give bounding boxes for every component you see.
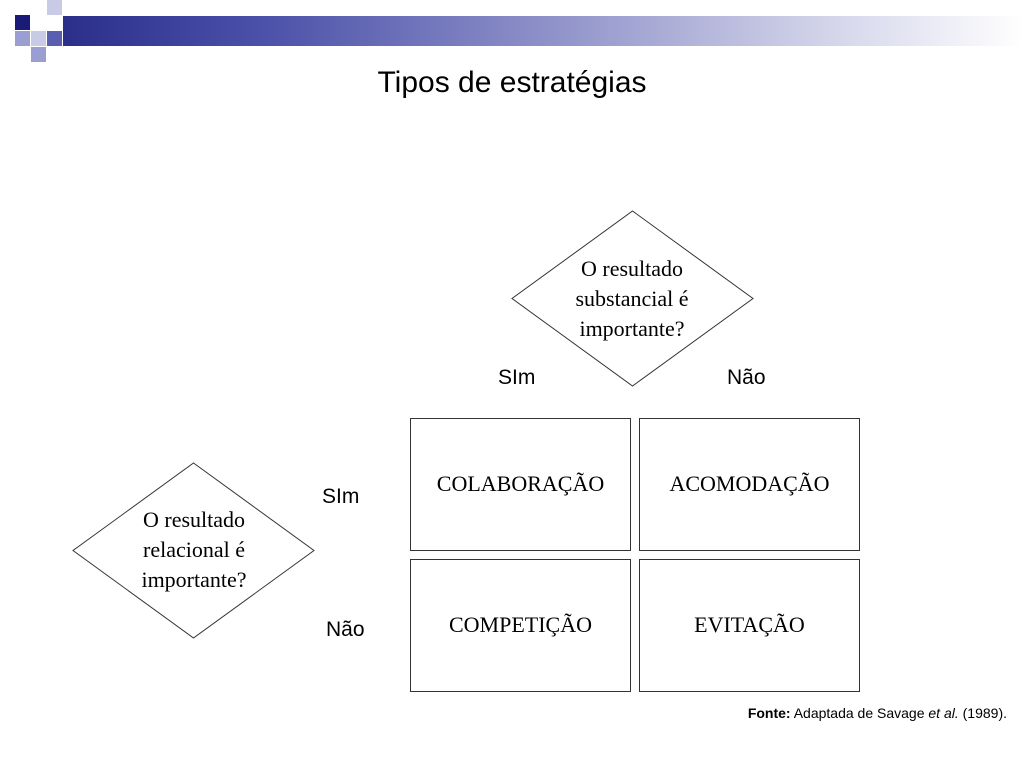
strategy-label: COLABORAÇÃO xyxy=(436,471,605,496)
source-label: Fonte: xyxy=(747,705,791,721)
decision-line: O resultado xyxy=(580,256,684,281)
header-square xyxy=(15,15,30,30)
source-italic: et al. xyxy=(928,705,959,721)
decision-question-substantive: O resultado substancial é importante? xyxy=(532,254,732,344)
page-title: Tipos de estratégias xyxy=(377,66,647,99)
header-decoration xyxy=(0,0,1024,62)
decision-diamond-relational xyxy=(72,462,315,639)
decision-line: importante? xyxy=(579,316,685,341)
label-top-no: Não xyxy=(727,366,766,389)
decision-line: importante? xyxy=(141,567,247,592)
header-square xyxy=(15,31,30,46)
header-square xyxy=(31,47,46,62)
decision-line: O resultado xyxy=(142,507,246,532)
label-left-yes: SIm xyxy=(322,485,360,508)
label-left-no: Não xyxy=(326,618,365,641)
source-citation: Fonte: Adaptada de Savage et al. (1989). xyxy=(748,705,1007,721)
decision-line: relacional é xyxy=(143,537,245,562)
label-top-yes: SIm xyxy=(498,366,536,389)
decision-line: substancial é xyxy=(575,286,689,311)
strategy-box-colaboracao: COLABORAÇÃO xyxy=(410,418,631,551)
decision-question-relational: O resultado relacional é importante? xyxy=(94,505,294,595)
decision-diamond-substantive xyxy=(511,210,754,387)
strategy-label: EVITAÇÃO xyxy=(694,612,805,637)
header-square xyxy=(47,0,62,15)
strategy-box-acomodacao: ACOMODAÇÃO xyxy=(639,418,860,551)
strategy-label: COMPETIÇÃO xyxy=(448,612,592,637)
strategy-label: ACOMODAÇÃO xyxy=(669,471,830,496)
header-gradient-bar xyxy=(63,16,1024,46)
header-square xyxy=(47,31,62,46)
source-year: (1989). xyxy=(958,705,1007,721)
strategy-box-evitacao: EVITAÇÃO xyxy=(639,559,860,692)
header-square xyxy=(31,31,46,46)
source-text: Adaptada de Savage xyxy=(790,705,929,721)
strategy-box-competicao: COMPETIÇÃO xyxy=(410,559,631,692)
